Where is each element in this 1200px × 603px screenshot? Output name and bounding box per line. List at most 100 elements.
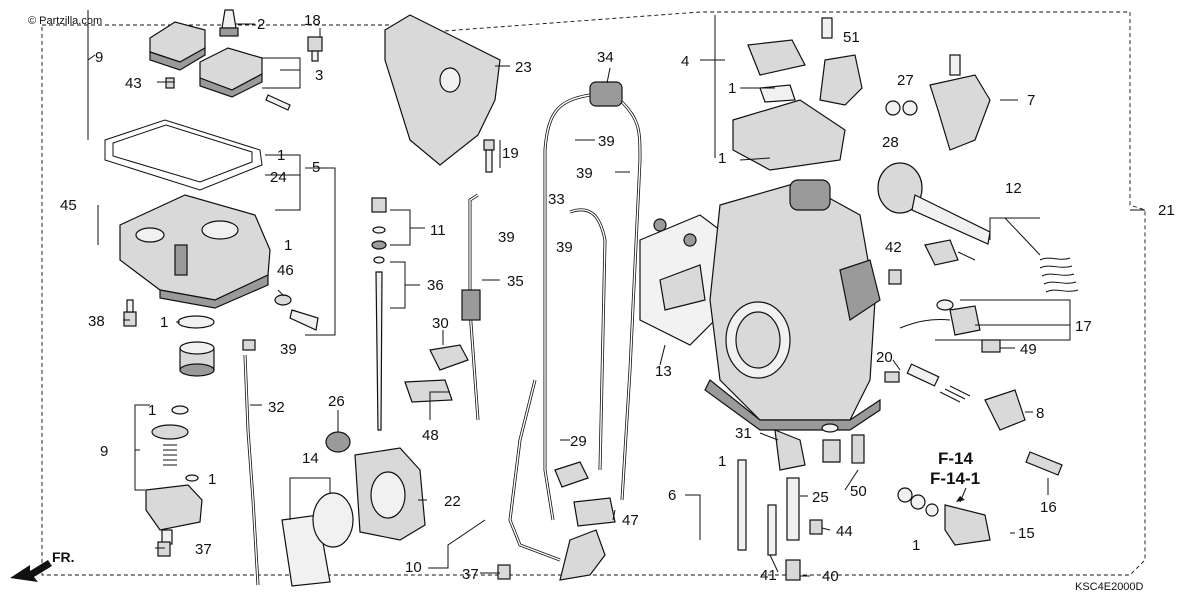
callout-4: 4 [681, 53, 689, 70]
callout-35: 35 [507, 273, 524, 290]
callout-26: 26 [328, 393, 345, 410]
callout-6: 6 [668, 487, 676, 504]
jet-part-40 [785, 559, 801, 581]
callout-39-fitting: 39 [498, 229, 515, 246]
link-assembly-part-13 [639, 214, 721, 346]
diagram-code: KSC4E2000D [1075, 581, 1144, 593]
callout-1-pump-top: 1 [148, 402, 156, 419]
callout-7: 7 [1027, 92, 1035, 109]
callout-39-hose-top: 39 [598, 133, 615, 150]
callout-39-hose-mid: 39 [576, 165, 593, 182]
screw-part-37b [497, 564, 511, 580]
callout-44: 44 [836, 523, 853, 540]
ref-label-f14: F-14 [938, 449, 974, 468]
fitting-part-39 [242, 339, 256, 351]
plate-part-29 [554, 461, 589, 488]
hose-part-33 [569, 208, 607, 471]
screw-part-20 [884, 371, 900, 383]
o-ring-part-1 [177, 315, 215, 329]
callout-3: 3 [315, 67, 323, 84]
top-chamber-part-4 [732, 39, 846, 171]
callout-16: 16 [1040, 499, 1057, 516]
callout-38: 38 [88, 313, 105, 330]
callout-28: 28 [882, 134, 899, 151]
tube-part-25 [786, 477, 800, 541]
callout-50: 50 [850, 483, 867, 500]
hose-junction [589, 81, 623, 107]
screw-part-43 [165, 77, 175, 89]
callout-39-vent: 39 [280, 341, 297, 358]
callout-20: 20 [876, 349, 893, 366]
callout-47: 47 [622, 512, 639, 529]
callout-49: 49 [1020, 341, 1037, 358]
hose-clamp-part-35 [461, 289, 481, 321]
screw-part-37a [157, 541, 171, 557]
screw-part-49 [981, 339, 1001, 353]
callout-2: 2 [257, 16, 265, 33]
callout-45: 45 [60, 197, 77, 214]
plate-part-48 [404, 379, 453, 403]
callout-1-drain: 1 [160, 314, 168, 331]
callout-13: 13 [655, 363, 672, 380]
callout-51: 51 [843, 29, 860, 46]
valve-part-16 [1025, 451, 1063, 476]
callout-19: 19 [502, 145, 519, 162]
valve-part-8 [906, 363, 1026, 431]
jet-part-41 [767, 504, 777, 556]
leader-lines [87, 15, 1145, 577]
watermark-text: © Partzilla.com [28, 15, 102, 27]
screw-part-18 [307, 36, 323, 62]
callout-1-jet: 1 [718, 453, 726, 470]
callout-1-gasket: 1 [277, 147, 285, 164]
callout-14: 14 [302, 450, 319, 467]
callout-32: 32 [268, 399, 285, 416]
gasket-part-24 [104, 119, 263, 191]
callout-37-pump: 37 [195, 541, 212, 558]
callout-15: 15 [1018, 525, 1035, 542]
callout-22: 22 [444, 493, 461, 510]
needle-jet-part-6 [737, 459, 747, 551]
lever-part-7 [885, 54, 991, 151]
callout-42: 42 [885, 239, 902, 256]
pump-assembly-part-9 [145, 405, 203, 545]
callout-21: 21 [1158, 202, 1175, 219]
front-direction-arrow-icon [10, 560, 52, 582]
callout-8: 8 [1036, 405, 1044, 422]
callout-27: 27 [897, 72, 914, 89]
needle-clip-part-11 [371, 197, 387, 250]
callout-37-cable: 37 [462, 566, 479, 583]
callout-34: 34 [597, 49, 614, 66]
callout-23: 23 [515, 59, 532, 76]
screw-part-44 [809, 519, 823, 535]
callout-18: 18 [304, 12, 321, 29]
callout-29: 29 [570, 433, 587, 450]
callout-39-hose-33: 39 [556, 239, 573, 256]
jet-part-2 [219, 9, 239, 37]
callout-25: 25 [812, 489, 829, 506]
ref-label-f14-1: F-14-1 [930, 469, 980, 488]
throttle-cover-part-23 [384, 14, 501, 166]
callout-1-chamber-bottom: 1 [718, 150, 726, 167]
callout-12: 12 [1005, 180, 1022, 197]
sensor-part-17 [899, 299, 981, 336]
callout-36: 36 [427, 277, 444, 294]
plate-part-47 [573, 497, 616, 527]
callout-48: 48 [422, 427, 439, 444]
seal-part-26 [325, 431, 351, 453]
callout-1-bowl: 1 [284, 237, 292, 254]
float-bowl-part-45 [119, 194, 271, 309]
bracket-part-51 [819, 17, 863, 106]
callout-24: 24 [270, 169, 287, 186]
direction-label: FR. [52, 549, 75, 565]
callout-labels: 2 18 3 9 43 23 34 4 51 7 27 28 21 1 1 1 … [60, 12, 1175, 585]
callout-9-pump: 9 [100, 443, 108, 460]
callout-10: 10 [405, 559, 422, 576]
hose-part-34b [618, 98, 642, 501]
throttle-shaft-part-12 [877, 162, 1079, 293]
cable-bracket [559, 529, 606, 581]
drain-plug [179, 341, 215, 377]
top-cover-part-3 [199, 47, 291, 111]
callout-43: 43 [125, 75, 142, 92]
